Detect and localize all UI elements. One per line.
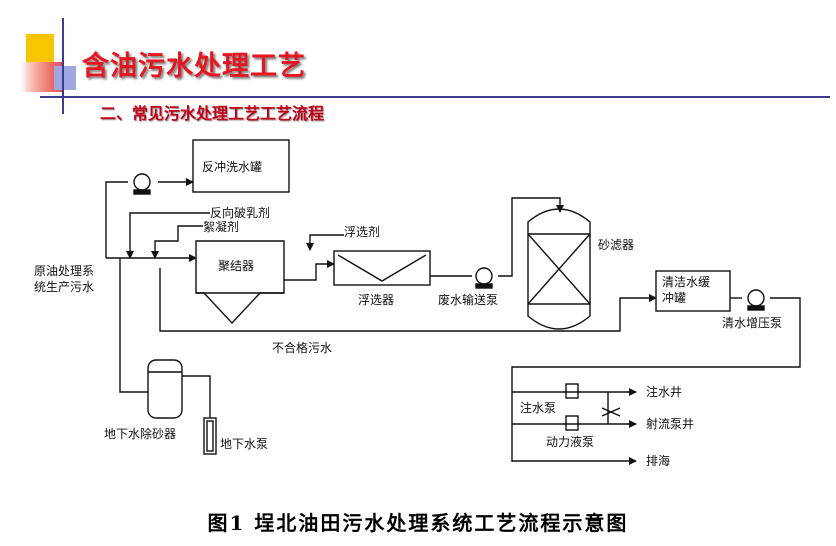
label-flotation-unit: 浮选器: [358, 293, 394, 307]
off-spec-water-line: [159, 268, 560, 332]
flotation-agent-line: [306, 234, 344, 251]
label-clean-buffer-2: 冲罐: [662, 290, 686, 305]
power-fluid-pump: [565, 415, 579, 431]
slide-title: 含油污水处理工艺: [82, 51, 306, 82]
label-demulsifier: 反向破乳剂: [210, 205, 270, 220]
ground-pump: [203, 417, 217, 455]
label-clean-booster-pump: 清水增压泵: [722, 316, 782, 330]
groundwater-line: [119, 258, 148, 393]
label-source-1: 原油处理系: [34, 264, 94, 278]
figure-caption: 图1 埕北油田污水处理系统工艺流程示意图: [207, 511, 629, 535]
label-jet-pump-well: 射流泵井: [646, 416, 694, 431]
backwash-pump-pipe: [105, 181, 128, 258]
demulsifier-line: [126, 212, 210, 259]
slide-subtitle: 二、常见污水处理工艺工艺流程: [100, 104, 325, 123]
label-discharge-sea: 排海: [646, 453, 670, 468]
label-injection-pump: 注水泵: [520, 400, 556, 415]
deco-vertical-line: [62, 18, 64, 114]
ground-desander: [147, 359, 183, 419]
label-clean-buffer-1: 清洁水缓: [662, 275, 710, 289]
backwash-tank: [192, 139, 290, 193]
label-injection-well: 注水井: [646, 384, 682, 399]
clean-buffer-tank: [655, 270, 731, 312]
label-source-2: 统生产污水: [34, 280, 94, 294]
label-flotation-agent: 浮选剂: [344, 224, 380, 239]
sand-filter: [527, 208, 591, 330]
label-ground-desander: 地下水除砂器: [104, 426, 176, 441]
wastewater-pump-icon: [475, 267, 493, 289]
label-wastewater-pump: 废水输送泵: [438, 292, 498, 307]
backwash-pump-icon: [133, 173, 151, 195]
flotation-unit: [333, 250, 431, 286]
label-sand-filter: 砂滤器: [598, 238, 634, 252]
label-off-spec-water: 不合格污水: [272, 340, 332, 355]
label-power-fluid-pump: 动力液泵: [546, 434, 594, 449]
deco-blue-block: [54, 66, 76, 90]
booster-pump-icon: [747, 289, 765, 311]
label-backwash-tank: 反冲洗水罐: [202, 159, 262, 174]
label-coalescer: 聚结器: [218, 259, 254, 273]
flocculant-line: [151, 225, 203, 259]
coalescer: [195, 240, 285, 325]
deco-horizontal-line: [40, 96, 830, 98]
label-flocculant: 絮凝剂: [203, 219, 239, 234]
label-ground-pump: 地下水泵: [220, 437, 268, 451]
injection-pump: [565, 383, 579, 399]
